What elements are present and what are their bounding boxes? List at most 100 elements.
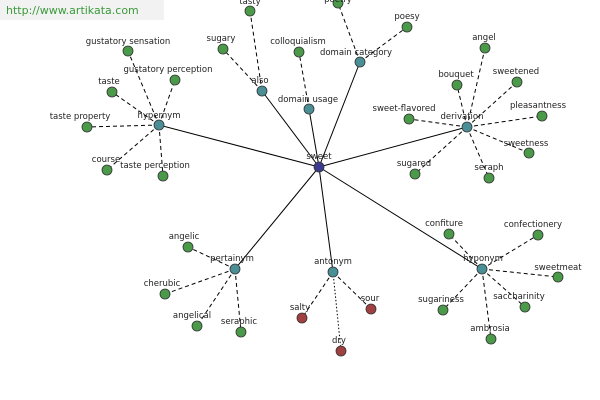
edge-hypernym-word-2 (111, 91, 160, 126)
word-node-25[interactable] (335, 345, 347, 357)
edge-derivation-word-16 (466, 126, 530, 154)
word-label-25: dry (332, 336, 346, 346)
edge-hypernym-word-3 (86, 124, 160, 128)
word-label-0: gustatory sensation (86, 37, 170, 47)
word-node-23[interactable] (296, 312, 308, 324)
edge-pertainym-word-22 (234, 268, 242, 333)
edge-derivation-word-12 (456, 84, 468, 128)
word-label-18: seraph (474, 163, 503, 173)
word-node-9[interactable] (332, 0, 344, 9)
word-label-26: confiture (425, 219, 463, 229)
center-label: sweet (306, 152, 332, 162)
word-node-12[interactable] (451, 79, 463, 91)
edge-pertainym-word-20 (164, 268, 236, 295)
word-node-14[interactable] (403, 113, 415, 125)
relation-label-antonym: antonym (314, 257, 352, 267)
edge-also-word-7 (222, 48, 263, 92)
edge-domain_category-word-9 (337, 2, 361, 63)
relation-node-antonym[interactable] (327, 266, 339, 278)
relation-node-domain_usage[interactable] (303, 103, 315, 115)
watermark-url: http://www.artikata.com (0, 0, 164, 20)
relation-label-derivation: derivation (440, 112, 483, 122)
word-label-14: sweet-flavored (373, 104, 436, 114)
relation-label-domain_category: domain category (320, 48, 392, 58)
word-node-5[interactable] (157, 170, 169, 182)
word-node-17[interactable] (409, 168, 421, 180)
word-label-8: colloquialism (270, 37, 326, 47)
edge-hyponym-word-30 (481, 268, 526, 308)
word-label-15: pleasantness (510, 101, 567, 111)
edge-hyponym-word-27 (481, 234, 539, 270)
word-node-28[interactable] (552, 271, 564, 283)
word-node-19[interactable] (182, 241, 194, 253)
word-label-10: poesy (394, 12, 419, 22)
relation-node-pertainym[interactable] (229, 263, 241, 275)
word-node-10[interactable] (401, 21, 413, 33)
edge-derivation-word-14 (408, 118, 468, 128)
word-label-13: sweetened (493, 67, 539, 77)
edge-hypernym-word-5 (158, 124, 164, 177)
word-node-24[interactable] (365, 303, 377, 315)
relation-label-domain_usage: domain usage (278, 95, 338, 105)
word-node-31[interactable] (485, 333, 497, 345)
word-node-0[interactable] (122, 45, 134, 57)
edge-domain_usage-word-8 (298, 51, 310, 110)
edge-center-hyponym (318, 166, 483, 270)
edge-pertainym-word-21 (196, 268, 236, 327)
edge-domain_category-word-10 (359, 26, 408, 63)
relation-node-hyponym[interactable] (476, 263, 488, 275)
word-label-12: bouquet (438, 70, 474, 80)
word-label-22: seraphic (221, 317, 258, 327)
word-node-18[interactable] (483, 172, 495, 184)
word-node-30[interactable] (519, 301, 531, 313)
word-label-27: confectionery (504, 220, 562, 230)
word-node-29[interactable] (437, 304, 449, 316)
word-node-26[interactable] (443, 228, 455, 240)
word-node-1[interactable] (169, 74, 181, 86)
edge-antonym-word-23 (301, 271, 334, 319)
word-node-16[interactable] (523, 147, 535, 159)
word-label-31: ambrosia (470, 324, 509, 334)
word-node-13[interactable] (511, 76, 523, 88)
graph-edges (86, 2, 559, 352)
edge-center-domain_usage (308, 108, 320, 168)
word-node-2[interactable] (106, 86, 118, 98)
graph-nodes (81, 0, 564, 357)
word-node-27[interactable] (532, 229, 544, 241)
center-node[interactable] (313, 161, 325, 173)
word-node-11[interactable] (479, 42, 491, 54)
word-label-28: sweetmeat (534, 263, 582, 273)
word-label-9: poetry (324, 0, 352, 5)
edge-derivation-word-18 (466, 126, 490, 179)
word-label-29: sugariness (418, 295, 464, 305)
edge-hypernym-word-0 (127, 50, 160, 126)
relation-label-hyponym: hyponym (463, 254, 503, 264)
word-node-3[interactable] (81, 121, 93, 133)
word-label-24: sour (361, 294, 380, 304)
word-label-2: taste (98, 77, 120, 87)
edge-hypernym-word-1 (158, 79, 176, 126)
word-label-1: gustatory perception (123, 65, 212, 75)
word-label-7: sugary (207, 34, 236, 44)
word-node-20[interactable] (159, 288, 171, 300)
relation-node-also[interactable] (256, 85, 268, 97)
word-node-21[interactable] (191, 320, 203, 332)
edge-hyponym-word-26 (448, 233, 483, 270)
word-label-11: angel (472, 33, 496, 43)
relation-node-hypernym[interactable] (153, 119, 165, 131)
word-node-8[interactable] (293, 46, 305, 58)
word-node-4[interactable] (101, 164, 113, 176)
edge-center-also (261, 90, 320, 168)
relation-node-domain_category[interactable] (354, 56, 366, 68)
word-node-6[interactable] (244, 5, 256, 17)
word-node-7[interactable] (217, 43, 229, 55)
word-node-15[interactable] (536, 110, 548, 122)
word-node-22[interactable] (235, 326, 247, 338)
relation-node-derivation[interactable] (461, 121, 473, 133)
word-label-5: taste perception (120, 161, 190, 171)
edge-hyponym-word-31 (481, 268, 492, 340)
edge-derivation-word-15 (466, 115, 543, 128)
edge-hypernym-word-4 (106, 124, 160, 171)
